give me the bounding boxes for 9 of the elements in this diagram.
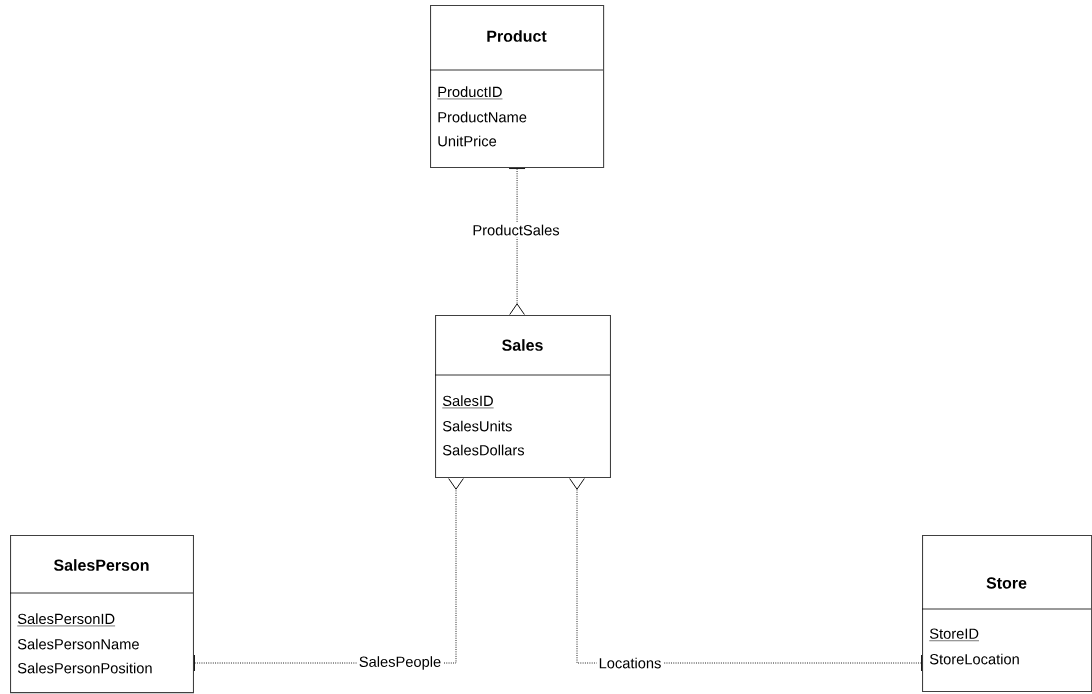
entity-box: Product ProductID ProductName UnitPrice — [429, 5, 605, 169]
entity-box: Store StoreID StoreLocation — [921, 535, 1092, 693]
edge-label: ProductSales — [470, 222, 562, 238]
entity-box: Sales SalesID SalesUnits SalesDollars — [434, 315, 611, 479]
relationship-line — [569, 478, 922, 672]
relationship-line — [508, 168, 526, 315]
edge-label: SalesPeople — [356, 654, 444, 672]
entity-box: SalesPerson SalesPersonID SalesPersonName SalesPersonPosition — [9, 535, 194, 694]
edge-label: Locations — [596, 655, 664, 671]
